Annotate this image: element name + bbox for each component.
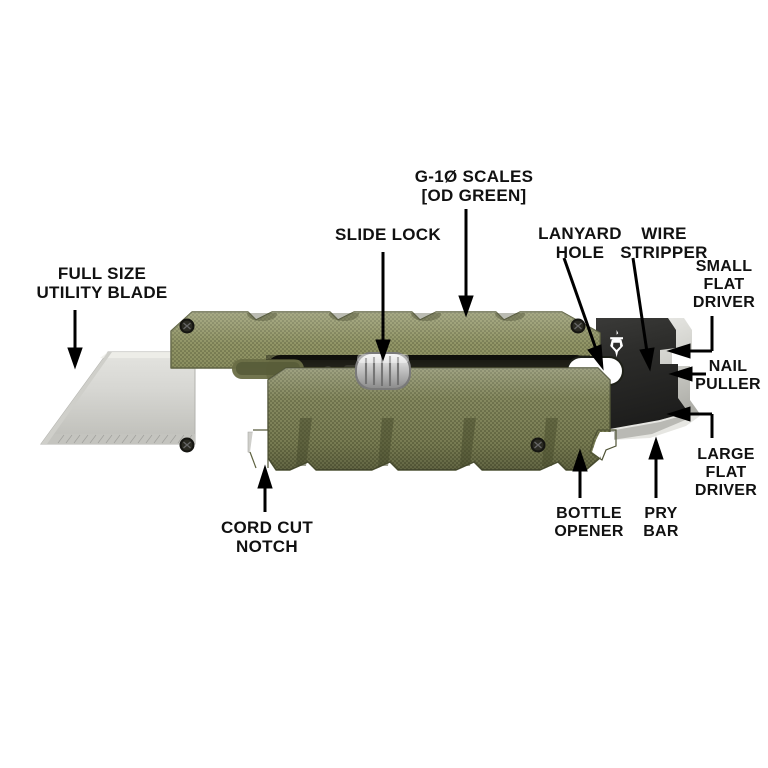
utility-blade bbox=[40, 351, 196, 445]
callout-label-small-flat-driver: SMALL FLAT DRIVER bbox=[692, 258, 756, 311]
cord-cut-notch bbox=[249, 429, 269, 469]
callout-label-pry-bar: PRY BAR bbox=[643, 505, 679, 540]
leader-cord-cut-notch bbox=[257, 464, 273, 512]
leader-large-flat-driver bbox=[666, 406, 714, 438]
screw-lower-left bbox=[179, 437, 195, 453]
screw-upper-right bbox=[570, 318, 586, 334]
lanyard-hole bbox=[566, 356, 624, 386]
pivot-screws bbox=[179, 318, 586, 453]
callout-label-bottle-opener: BOTTLE OPENER bbox=[554, 505, 624, 540]
screw-lower-right bbox=[530, 437, 546, 453]
callout-label-lanyard-hole: LANYARD HOLE bbox=[538, 224, 622, 262]
leader-full-size-utility-blade bbox=[67, 310, 83, 370]
lower-g10-scale bbox=[267, 367, 617, 471]
upper-g10-scale bbox=[170, 311, 601, 421]
slide-lock[interactable] bbox=[355, 352, 411, 390]
callout-label-g10-scales: G-1Ø SCALES [OD GREEN] bbox=[414, 167, 534, 205]
leader-lanyard-hole bbox=[562, 257, 604, 371]
tool-head bbox=[596, 318, 700, 440]
callout-label-cord-cut-notch: CORD CUT NOTCH bbox=[220, 518, 314, 556]
leader-wire-stripper bbox=[631, 257, 655, 372]
callout-label-wire-stripper: WIRE STRIPPER bbox=[620, 224, 708, 262]
blade-track-channel bbox=[232, 355, 590, 387]
blade-sliver bbox=[247, 431, 263, 457]
callout-label-large-flat-driver: LARGE FLAT DRIVER bbox=[694, 446, 758, 499]
gerber-logo-icon bbox=[610, 330, 623, 358]
leader-pry-bar bbox=[648, 436, 664, 498]
leader-slide-lock bbox=[375, 252, 391, 362]
callout-label-full-size-utility-blade: FULL SIZE UTILITY BLADE bbox=[36, 264, 168, 302]
screw-upper-left bbox=[179, 318, 195, 334]
callout-label-slide-lock: SLIDE LOCK bbox=[335, 225, 441, 244]
leader-bottle-opener bbox=[572, 448, 588, 498]
leader-g10-scales bbox=[458, 209, 474, 318]
leader-small-flat-driver bbox=[666, 316, 714, 359]
callout-label-nail-puller: NAIL PULLER bbox=[695, 358, 761, 393]
